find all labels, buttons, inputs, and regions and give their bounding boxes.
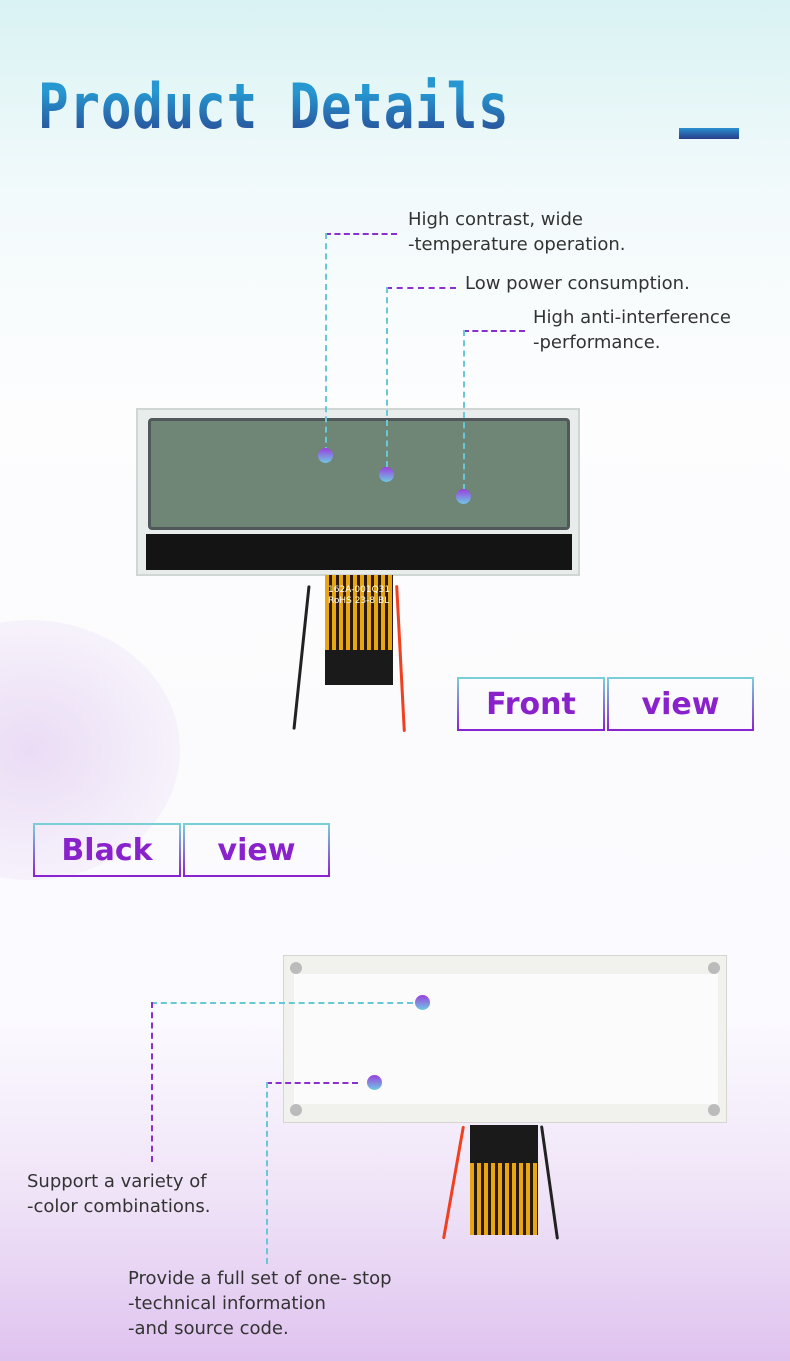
lcd-front-image [136, 408, 580, 576]
feature-interference: High anti-interference-performance. [533, 307, 731, 353]
front-view-label: Front view [457, 677, 754, 731]
feature-contrast: High contrast, wide-temperature operatio… [408, 209, 626, 255]
page-title: Product Details [38, 70, 510, 143]
feature-colors: Support a variety of-color combinations. [27, 1171, 211, 1217]
leader-line [463, 330, 525, 332]
back-view-label: Black view [33, 823, 330, 877]
leader-line [266, 1082, 268, 1264]
label-right: view [607, 677, 754, 731]
fpc-cable [470, 1125, 538, 1235]
callout-dot [367, 1075, 382, 1090]
label-right: view [183, 823, 330, 877]
red-wire [442, 1125, 465, 1240]
black-wire [292, 585, 311, 730]
leader-line [325, 233, 397, 235]
label-left: Black [33, 823, 181, 877]
leader-line [386, 287, 456, 289]
leader-line [386, 287, 388, 467]
callout-dot [415, 995, 430, 1010]
feature-support: Provide a full set of one- stop-technica… [128, 1268, 392, 1339]
callout-dot [379, 467, 394, 482]
red-wire [395, 585, 406, 732]
label-left: Front [457, 677, 605, 731]
lcd-back-image [283, 955, 727, 1123]
leader-line [151, 1002, 413, 1004]
leader-line [151, 1002, 153, 1162]
callout-dot [318, 448, 333, 463]
callout-dot [456, 489, 471, 504]
leader-line [266, 1082, 358, 1084]
title-accent-bar [679, 128, 739, 139]
leader-line [463, 330, 465, 490]
feature-power: Low power consumption. [465, 273, 690, 294]
black-wire [540, 1125, 559, 1240]
leader-line [325, 233, 327, 453]
